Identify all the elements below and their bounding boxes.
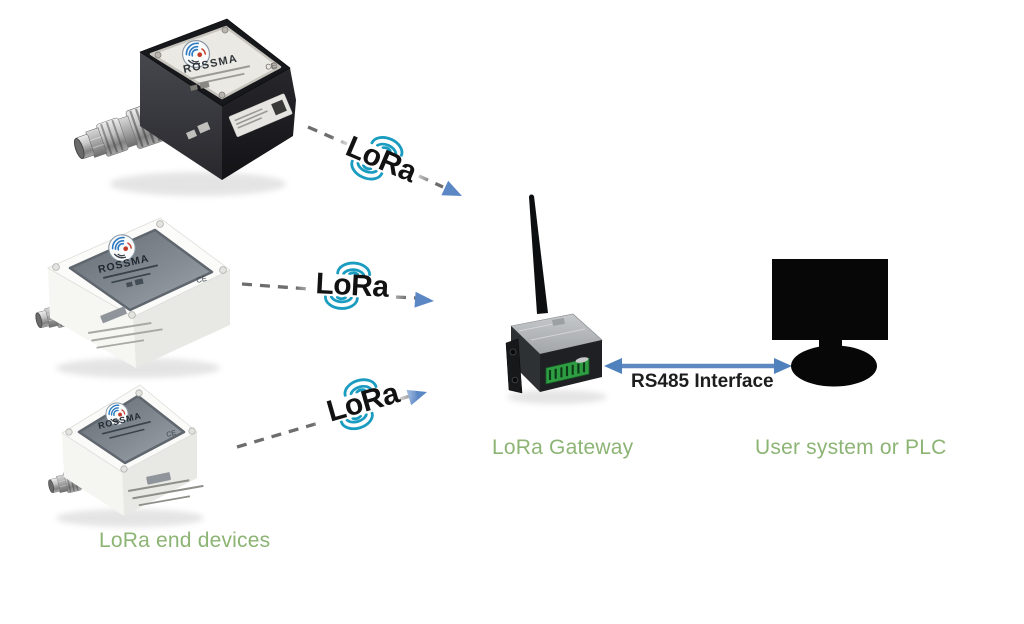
monitor-screen (772, 259, 888, 340)
lora-link-2-arrowhead-icon (414, 291, 434, 308)
caption-user-system: User system or PLC (755, 436, 947, 459)
device3-ce-mark: CE (166, 430, 177, 439)
device3-front-text (128, 479, 204, 507)
device3-right-face (122, 432, 197, 516)
caption-end-devices: LoRa end devices (99, 529, 271, 552)
device1-ce-mark: CE (265, 61, 278, 72)
end-device-1-black: ROSSMA CE (68, 18, 296, 180)
monitor-stand-base (791, 345, 877, 387)
device1-side-marks (186, 121, 211, 140)
lora-logo-2: LoRa (296, 252, 408, 320)
rs485-link (604, 358, 792, 374)
rs485-interface-label: RS485 Interface (631, 371, 774, 392)
rs485-arrowhead-right-icon (774, 358, 792, 374)
device2-front-text (88, 321, 163, 349)
device3-fineprint (102, 420, 151, 439)
lora-waves-bottom-icon (323, 295, 359, 311)
device2-right-face (133, 270, 230, 368)
flange-hole-bottom (511, 376, 519, 384)
device2-front-face (48, 268, 136, 368)
end-device-2-white: ROSSMA CE (32, 217, 231, 368)
lora-link-1-arrowhead-icon (441, 180, 462, 196)
user-system-monitor-icon (772, 259, 888, 387)
device2-screws (52, 220, 227, 319)
lora-waves-bottom-icon (339, 411, 374, 431)
lora-logo-3: LoRa (302, 358, 424, 448)
rs485-arrowhead-left-icon (604, 358, 622, 374)
device3-screws (65, 389, 196, 473)
device2-ce-mark: CE (195, 274, 207, 285)
device1-front-face (140, 52, 222, 180)
device1-cert-marks (190, 81, 210, 91)
device3-front-face (62, 433, 124, 516)
gateway-antenna (529, 196, 548, 314)
device3-front-logo (146, 472, 171, 485)
device2-cert-marks (126, 278, 144, 288)
flange-hole-top (509, 348, 517, 356)
gateway-top-details (518, 317, 586, 341)
device2-fineprint (103, 264, 158, 284)
device1-screws (154, 26, 278, 99)
lora-logo-1: LoRa (319, 110, 443, 210)
device1-fineprint (189, 65, 251, 85)
terminal-slots (548, 362, 586, 380)
lora-waves-top-icon (336, 261, 372, 276)
gateway-antenna-tip (529, 194, 534, 200)
lora-waves-top-icon (370, 135, 404, 157)
gateway-port-pill (575, 357, 589, 363)
device1-side-sticker (228, 93, 293, 137)
device2-front-logo (100, 306, 127, 324)
lora-waves-bottom-icon (350, 159, 384, 181)
ground-shadows (56, 172, 607, 527)
end-device-3-white: ROSSMA CE (45, 384, 204, 516)
lora-waves-top-icon (343, 378, 378, 397)
caption-gateway: LoRa Gateway (492, 436, 634, 459)
lora-gateway (505, 194, 603, 394)
